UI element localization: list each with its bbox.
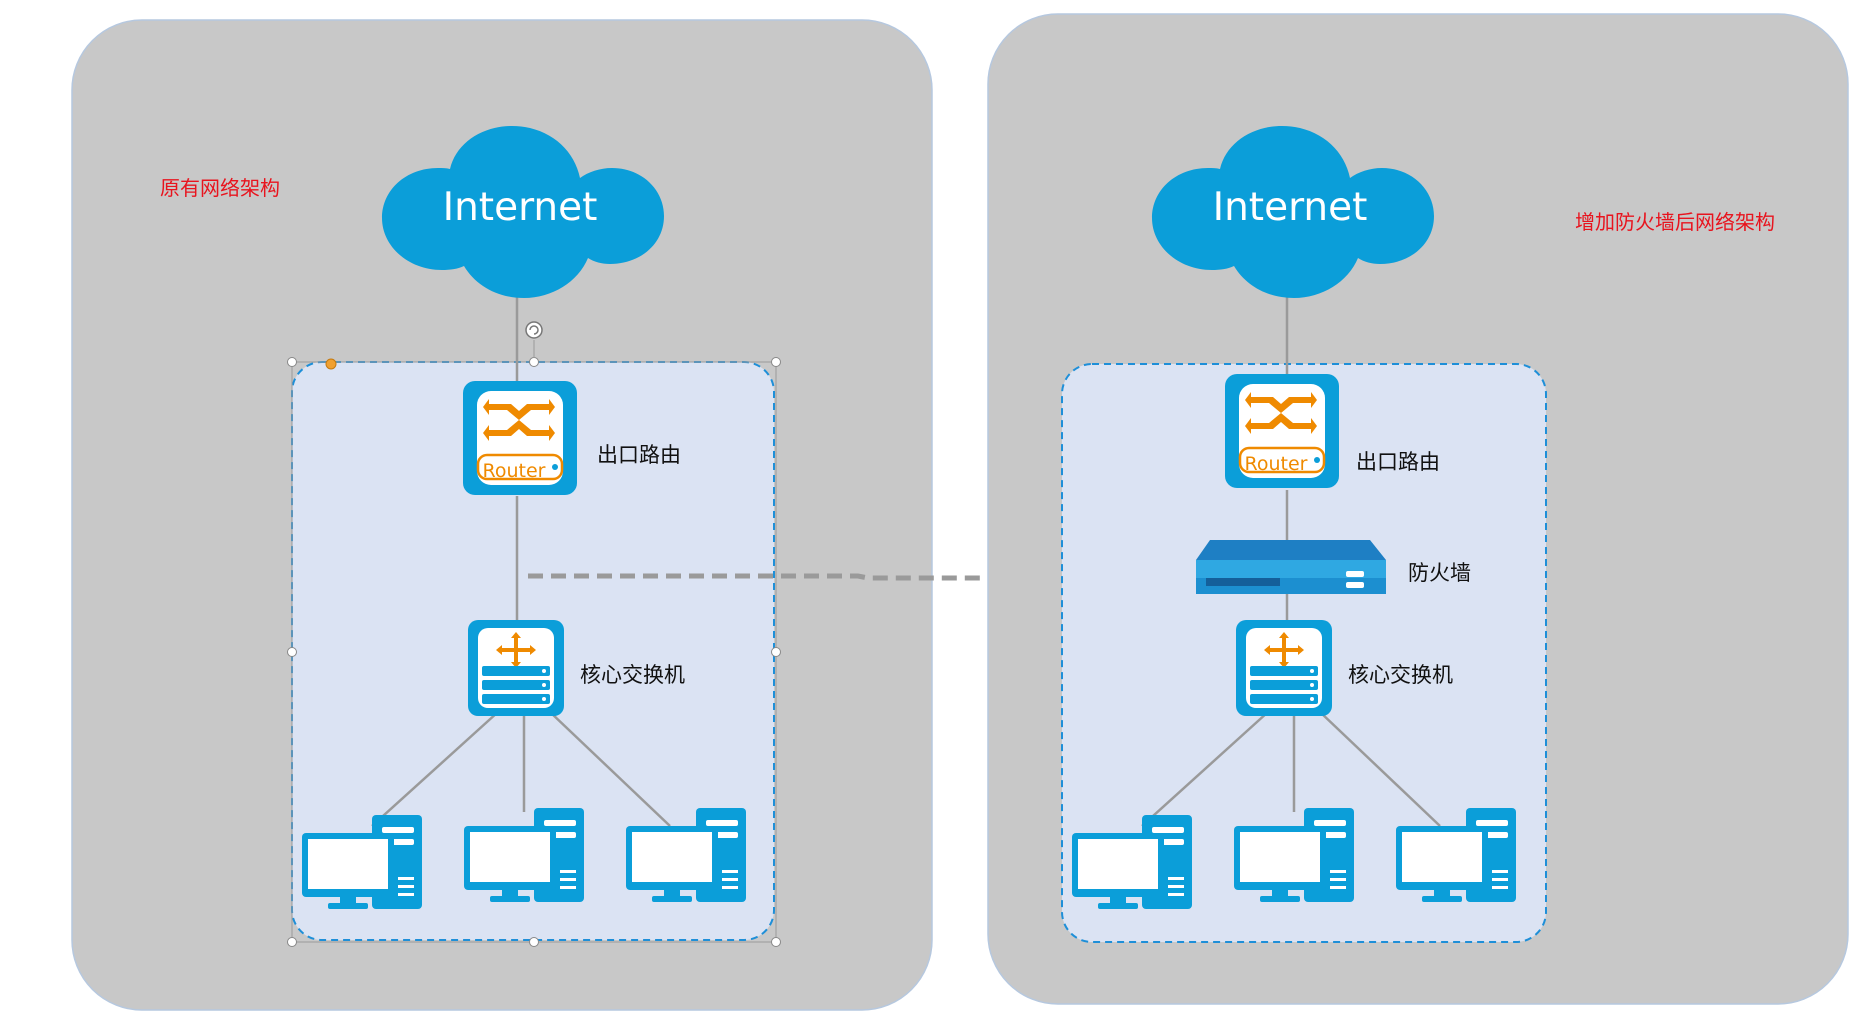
rotate-handle-icon[interactable] — [525, 321, 543, 339]
right-firewall-label: 防火墙 — [1408, 561, 1471, 585]
left-link-switch-pc1 — [371, 711, 499, 827]
right-panel-title: 增加防火墙后网络架构 — [1575, 210, 1775, 234]
right-firewall-icon — [1196, 540, 1386, 594]
right-link-switch-pc1 — [1141, 711, 1269, 827]
right-cloud-label: Internet — [1213, 185, 1368, 230]
left-panel-title: 原有网络架构 — [160, 176, 280, 200]
left-link-switch-pc3 — [549, 711, 671, 827]
left-router-label: 出口路由 — [597, 443, 681, 467]
right-link-switch-pc3 — [1319, 711, 1441, 827]
right-switch-icon — [1236, 620, 1332, 716]
right-switch-label: 核心交换机 — [1348, 663, 1453, 687]
left-switch-icon — [468, 620, 564, 716]
left-selection-frame[interactable] — [287, 321, 781, 947]
left-router-badge: Router — [483, 460, 546, 482]
left-switch-label: 核心交换机 — [580, 663, 685, 687]
right-router-badge: Router — [1245, 453, 1308, 475]
right-router-label: 出口路由 — [1356, 450, 1440, 474]
left-cloud-label: Internet — [443, 185, 598, 230]
